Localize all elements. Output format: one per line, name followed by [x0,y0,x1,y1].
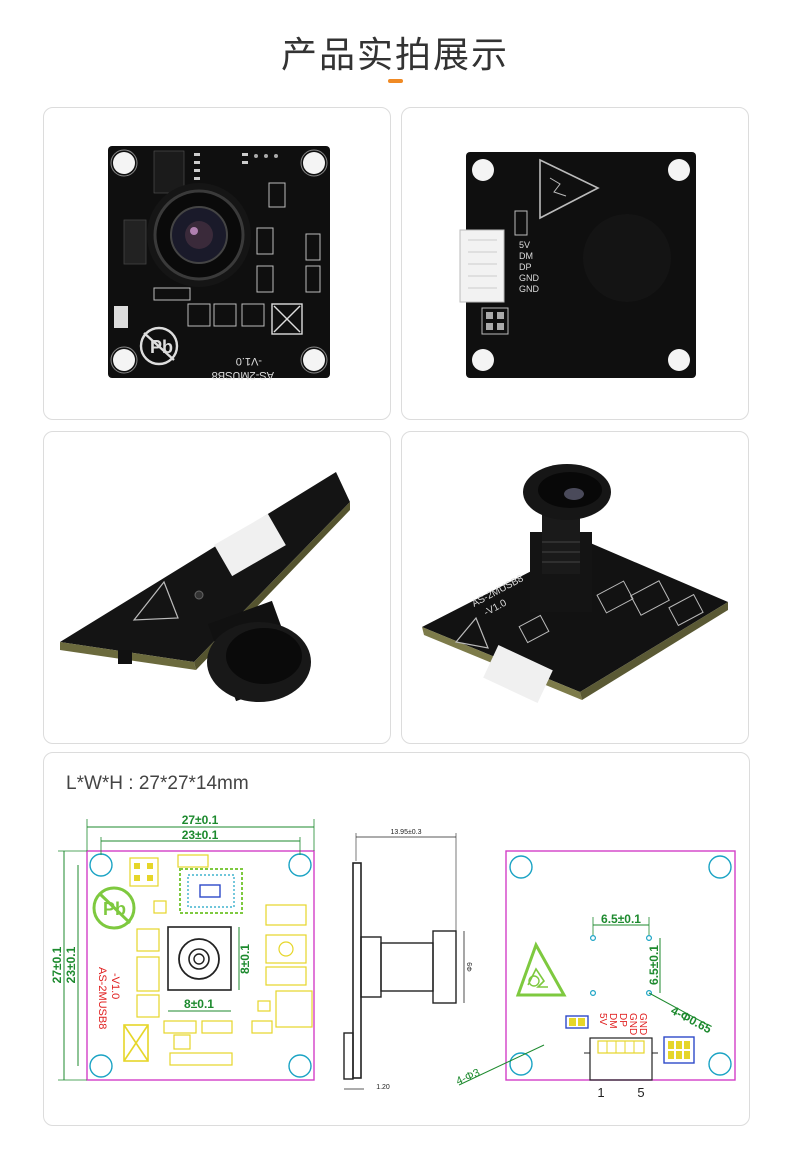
back-hole-spacing-h: 6.5±0.1 [601,912,641,926]
front-height-inner: 23±0.1 [64,946,78,983]
pin-label-5: GND [519,284,540,294]
front-lens-height: 8±0.1 [238,944,252,974]
photo-card-back: 5V DM DP GND GND [401,107,749,420]
back-view-drawing: 6.5±0.1 6.5±0.1 4-Φ0.65 4-Φ3 5V DM DP GN… [454,850,736,1100]
pin-label-2: DM [519,251,533,261]
photo-card-angled-back [43,431,391,744]
pin-label-1: 5V [519,240,530,250]
front-width-inner: 23±0.1 [182,828,219,842]
back-pin-label-3: DP [617,1013,628,1027]
title-accent-bar [388,79,403,83]
front-lens-outline [167,926,232,991]
dimensions-label: L*W*H : 27*27*14mm [66,773,249,794]
pin-label-4: GND [519,273,540,283]
back-pin-last: 5 [637,1085,644,1100]
side-pcb [352,862,362,1079]
back-hole-dia-large: 4-Φ3 [454,1067,481,1088]
silkscreen-version: -V1.0 [236,355,262,367]
back-board-outline [505,850,736,1081]
dimension-drawing: 27±0.1 23±0.1 27±0.1 23±0.1 Pb AS-2MUSB8… [50,813,736,1100]
front-board-outline [86,850,315,1081]
camera-angled-front-photo: AS-2MUSB8 -V1.0 [422,464,728,703]
side-top-dim: 13.95±0.3 [390,829,421,836]
back-pin-label-4: GND [627,1013,638,1035]
camera-back-photo: 5V DM DP GND GND [459,152,696,378]
side-view-drawing: 13.95±0.3 Φ9 1.20 [343,829,474,1091]
back-connector [589,1037,653,1081]
front-height-outer: 27±0.1 [50,946,64,983]
front-lens-width: 8±0.1 [184,997,214,1011]
photo-card-angled-front: AS-2MUSB8 -V1.0 [401,431,749,744]
dimension-drawing-card: L*W*H : 27*27*14mm 27±0.1 23±0.1 27±0.1 … [43,752,750,1126]
back-pin-label-5: GND [637,1013,648,1035]
back-pin-label-1: 5V [597,1013,608,1026]
page-title: 产品实拍展示 [280,35,509,76]
front-silkscreen-model: AS-2MUSB8 [96,967,108,1029]
camera-angled-back-photo [60,472,350,702]
silkscreen-model: AS-2MUSB8 [212,369,274,381]
back-hole-spacing-v: 6.5±0.1 [647,945,661,985]
side-lens-dim: Φ9 [467,962,474,972]
front-width-outer: 27±0.1 [182,813,219,827]
front-silkscreen-version: -V1.0 [109,973,121,999]
front-view-drawing: 27±0.1 23±0.1 27±0.1 23±0.1 Pb AS-2MUSB8… [50,813,315,1081]
back-hole-dia-small: 4-Φ0.65 [669,1003,715,1036]
back-pin-label-2: DM [607,1013,618,1029]
side-bottom-dim: 1.20 [376,1084,390,1091]
camera-front-photo: Pb AS-2MUSB8 -V1.0 [108,146,330,381]
pin-label-3: DP [519,262,532,272]
back-pin-first: 1 [597,1085,604,1100]
side-lens [432,930,457,1004]
photo-card-front: Pb AS-2MUSB8 -V1.0 [43,107,391,420]
